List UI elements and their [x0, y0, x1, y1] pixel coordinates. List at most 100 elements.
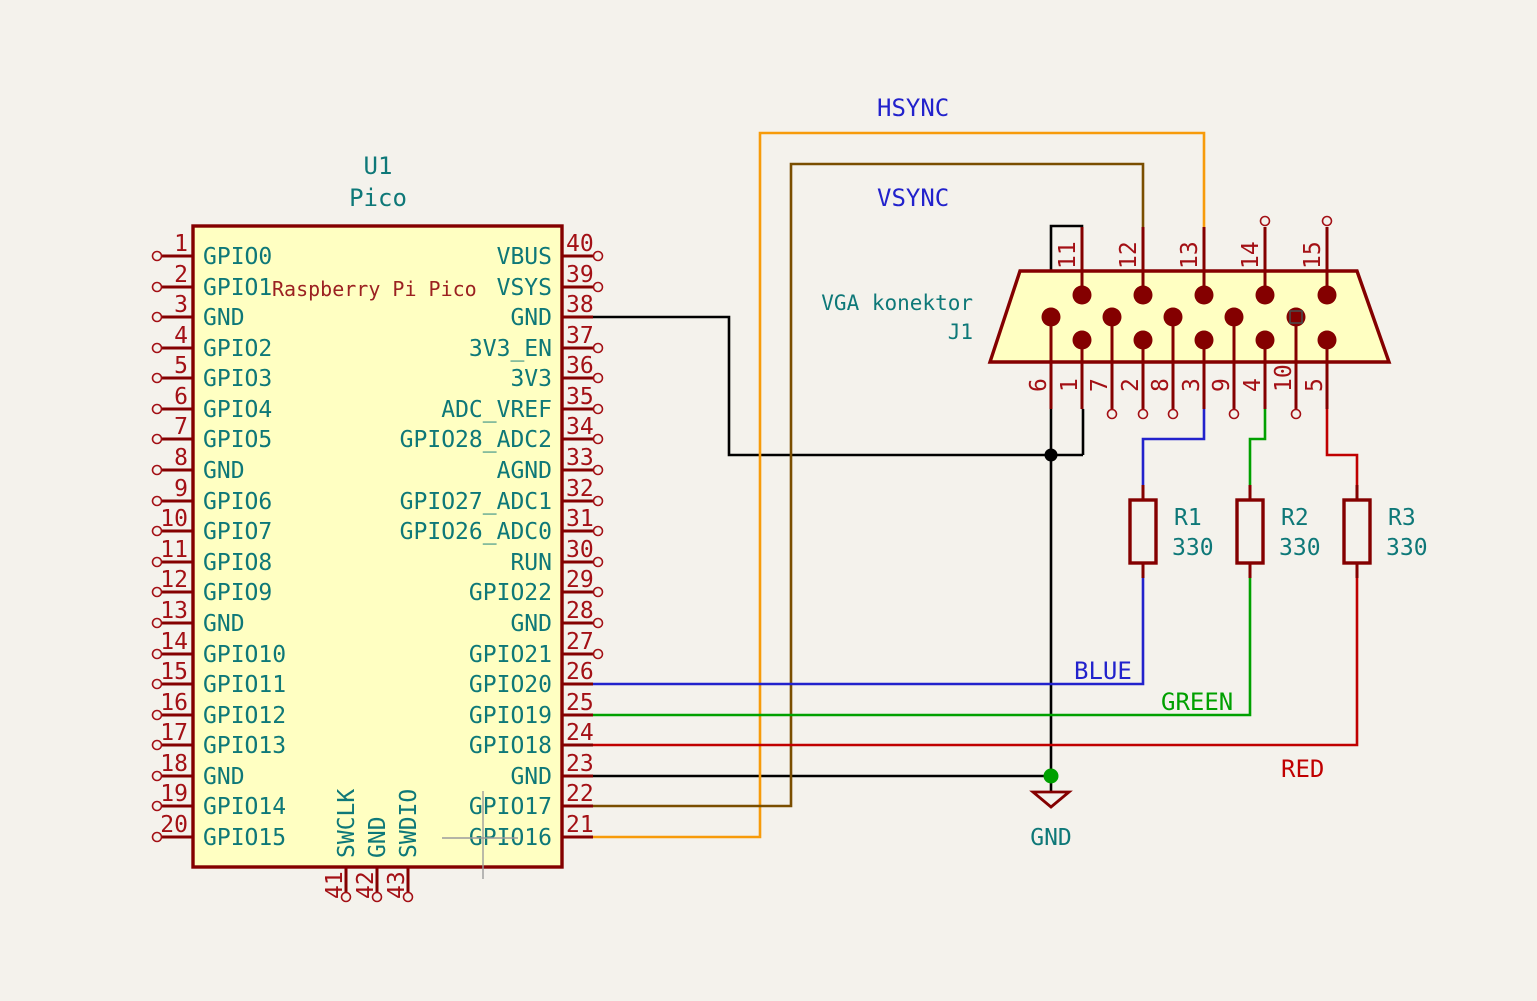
u1-left-pin-18-number: 18	[160, 751, 188, 777]
j1-pin-13-number: 13	[1177, 241, 1203, 269]
u1-right-pin-33-open-end-icon	[592, 464, 604, 476]
r3-value[interactable]: 330	[1386, 535, 1428, 561]
component-r1[interactable]: R1 330	[1128, 485, 1214, 578]
net-label-green[interactable]: GREEN	[1161, 688, 1233, 716]
u1-right-pin-25-number: 25	[566, 690, 594, 716]
net-label-red[interactable]: RED	[1281, 755, 1324, 783]
j1-pin-8-open-end-icon	[1167, 408, 1179, 420]
u1-right-pin-35-name: ADC_VREF	[441, 397, 552, 423]
gnd-power-symbol[interactable]: GND	[1029, 790, 1073, 851]
j1-pin-7-number: 7	[1087, 378, 1113, 392]
wire-red-lower[interactable]	[593, 578, 1359, 747]
u1-right-pin-29-open-end-icon	[592, 586, 604, 598]
u1-left-pin-20-number: 20	[160, 812, 188, 838]
j1-pin-12-number: 12	[1116, 241, 1142, 269]
wire-hsync[interactable]	[593, 131, 1206, 839]
wire-gnd-pin38[interactable]	[593, 315, 1083, 457]
j1-name[interactable]: VGA konektor	[821, 291, 973, 315]
u1-right-pin-35-open-end-icon	[592, 403, 604, 415]
u1-left-pin-5-open-end-icon	[151, 372, 163, 384]
u1-left-pin-20-open-end-icon	[151, 831, 163, 843]
r2-reference[interactable]: R2	[1281, 505, 1309, 531]
wire-blue-lower[interactable]	[593, 578, 1145, 686]
r3-reference[interactable]: R3	[1388, 505, 1416, 531]
gnd-label[interactable]: GND	[1030, 825, 1072, 851]
u1-right-pin-23-number: 23	[566, 751, 594, 777]
u1-left-pin-13-open-end-icon	[151, 617, 163, 629]
j1-reference[interactable]: J1	[948, 320, 973, 344]
junction-black[interactable]	[1044, 448, 1058, 462]
u1-right-pin-29-name: GPIO22	[469, 580, 552, 606]
u1-bottom-pin-41-number: 41	[322, 871, 348, 899]
u1-body-label[interactable]: Raspberry Pi Pico	[272, 277, 477, 301]
wire-red-upper[interactable]	[1325, 409, 1359, 485]
r2-value[interactable]: 330	[1279, 535, 1321, 561]
u1-left-pin-16-open-end-icon	[151, 709, 163, 721]
u1-left-pin-4-name: GPIO2	[203, 336, 272, 362]
u1-right-pin-40-open-end-icon	[592, 250, 604, 262]
r1-reference[interactable]: R1	[1174, 505, 1202, 531]
j1-pin-14-open-end-icon	[1259, 215, 1271, 227]
j1-pin-4-number: 4	[1240, 378, 1266, 392]
wire-green-upper[interactable]	[1248, 409, 1267, 485]
u1-reference[interactable]: U1	[364, 152, 393, 180]
u1-right-pin-23-name: GND	[510, 764, 552, 790]
u1-right-pin-37-number: 37	[566, 323, 594, 349]
u1-right-pin-34-open-end-icon	[592, 433, 604, 445]
u1-right-pin-40-number: 40	[566, 231, 594, 257]
u1-right-pin-27-name: GPIO21	[469, 642, 552, 668]
u1-right-pin-28-number: 28	[566, 598, 594, 624]
j1-pin-10-number: 10	[1271, 364, 1297, 392]
junction-green[interactable]	[1043, 768, 1059, 784]
u1-bottom-pin-42-open-end-icon	[371, 891, 383, 903]
r3-body[interactable]	[1342, 498, 1372, 565]
wire-green-lower[interactable]	[593, 578, 1252, 717]
component-r3[interactable]: R3 330	[1342, 485, 1428, 578]
wire-blue-upper[interactable]	[1141, 409, 1206, 485]
u1-left-pin-9-open-end-icon	[151, 495, 163, 507]
u1-left-pin-15-number: 15	[160, 659, 188, 685]
u1-left-pin-11-number: 11	[160, 537, 188, 563]
r1-value[interactable]: 330	[1172, 535, 1214, 561]
j1-pin-11-number: 11	[1055, 241, 1081, 269]
net-label-blue[interactable]: BLUE	[1074, 657, 1132, 685]
u1-left-pin-8-number: 8	[174, 445, 188, 471]
wire-vsync[interactable]	[593, 162, 1145, 808]
u1-right-pin-28-open-end-icon	[592, 617, 604, 629]
u1-left-pin-3-open-end-icon	[151, 311, 163, 323]
u1-right-pin-39-number: 39	[566, 262, 594, 288]
u1-left-pin-11-name: GPIO8	[203, 550, 272, 576]
u1-value[interactable]: Pico	[349, 184, 407, 212]
net-label-hsync[interactable]: HSYNC	[877, 94, 949, 122]
u1-right-pin-33-name: AGND	[497, 458, 552, 484]
u1-right-pin-35-number: 35	[566, 384, 594, 410]
u1-left-pin-14-name: GPIO10	[203, 642, 286, 668]
u1-right-pin-36-open-end-icon	[592, 372, 604, 384]
r1-body[interactable]	[1128, 498, 1158, 565]
u1-bottom-pin-41-name: SWCLK	[334, 789, 360, 858]
component-r2[interactable]: R2 330	[1235, 485, 1321, 578]
r2-body[interactable]	[1235, 498, 1265, 565]
u1-left-pin-10-name: GPIO7	[203, 519, 272, 545]
u1-body[interactable]	[191, 224, 564, 869]
u1-right-pin-24-number: 24	[566, 720, 594, 746]
u1-left-pin-17-name: GPIO13	[203, 733, 286, 759]
u1-right-pin-21-number: 21	[566, 812, 594, 838]
u1-right-pin-39-name: VSYS	[497, 275, 552, 301]
u1-left-pin-6-number: 6	[174, 384, 188, 410]
u1-right-pin-24-name: GPIO18	[469, 733, 552, 759]
net-label-vsync[interactable]: VSYNC	[877, 184, 949, 212]
u1-right-pin-32-number: 32	[566, 476, 594, 502]
u1-right-pin-39-open-end-icon	[592, 281, 604, 293]
j1-pin-11-hole-icon	[1072, 285, 1092, 305]
u1-left-pin-20-name: GPIO15	[203, 825, 286, 851]
u1-left-pin-10-number: 10	[160, 506, 188, 532]
j1-pin-7-open-end-icon	[1106, 408, 1118, 420]
u1-right-pin-26-name: GPIO20	[469, 672, 552, 698]
j1-pin-2-open-end-icon	[1137, 408, 1149, 420]
u1-bottom-pin-42-number: 42	[353, 871, 379, 899]
u1-right-pin-31-open-end-icon	[592, 525, 604, 537]
